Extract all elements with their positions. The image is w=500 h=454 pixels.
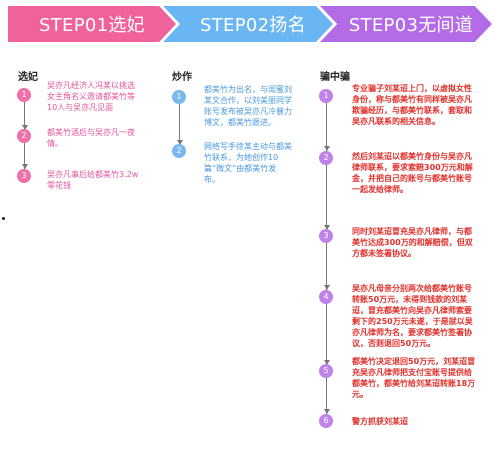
step-number: 3: [17, 169, 31, 183]
event-text: 都美竹为出名，与闺蜜刘 某文合作，以刘美丽同学 账号发布被吴亦凡冷暴力 博文，都…: [204, 85, 292, 127]
event-text: 网络写手徐某主动与都美 竹联系，为她创作10 篇“微文”由都美竹发 布。: [204, 142, 292, 184]
side-bullet: [2, 217, 5, 220]
timeline-arrow: [323, 409, 330, 414]
column-title: 选妃: [18, 72, 38, 83]
timeline-arrow: [176, 140, 183, 145]
timeline-line: [24, 143, 25, 169]
step-number: 2: [172, 144, 186, 158]
event-text: 专业骗子刘某迢上门，以虚拟女性 身份，称与都美竹有同样被吴亦凡 欺骗经历，与都美…: [352, 84, 472, 126]
event-text: 然后刘某迢以都美竹身份与吴亦凡 律师联系，要求索赔300万元和解 金，并把自己的…: [352, 152, 473, 194]
step-number: 5: [319, 364, 333, 378]
event-text: 都美竹决定退回50万元，刘某迢冒 充吴亦凡律师把支付宝账号提供给 都美竹，都美竹…: [352, 357, 476, 399]
timeline-line: [326, 103, 327, 418]
event-text: 吴亦凡经济人冯某以挑选 女主角名义邀请都美竹等 10人与吴亦凡见面: [47, 81, 135, 112]
timeline-arrow: [323, 285, 330, 290]
timeline-arrow: [21, 164, 28, 169]
timeline-arrow: [323, 146, 330, 151]
step-number: 6: [319, 414, 333, 428]
timeline-arrow: [323, 225, 330, 230]
timeline-line: [24, 97, 25, 129]
event-text: 同时刘某迢冒充吴亦凡律师，与都 美竹达成300万的和解赔偿，但双 方都未签署协议…: [352, 227, 473, 258]
event-text: 警方抓获刘某迢: [352, 417, 408, 426]
step-number: 1: [17, 88, 31, 102]
column-title: 骗中骗: [320, 72, 350, 83]
timeline-arrow: [21, 125, 28, 130]
step-number: 2: [17, 129, 31, 143]
step-number: 3: [319, 229, 333, 243]
step-number: 4: [319, 290, 333, 304]
step-number: 1: [319, 89, 333, 103]
column-title: 炒作: [172, 72, 192, 83]
step03-header: STEP03无间道: [320, 6, 492, 42]
step-number: 1: [172, 90, 186, 104]
step01-header: STEP01选妃: [8, 6, 176, 42]
event-text: 吴亦凡母亲分别两次给都美竹账号 转账50万元，未得到钱款的刘某 迢，冒充都美竹向…: [352, 284, 473, 348]
event-text: 都美竹酒后与吴亦凡一夜 情。: [47, 128, 135, 148]
timeline-line: [179, 104, 180, 144]
step02-header: STEP02扬名: [163, 6, 333, 42]
timeline-arrow: [323, 360, 330, 365]
step-number: 2: [319, 151, 333, 165]
event-text: 吴亦凡事后给都美竹3.2w 零花钱: [47, 170, 139, 190]
